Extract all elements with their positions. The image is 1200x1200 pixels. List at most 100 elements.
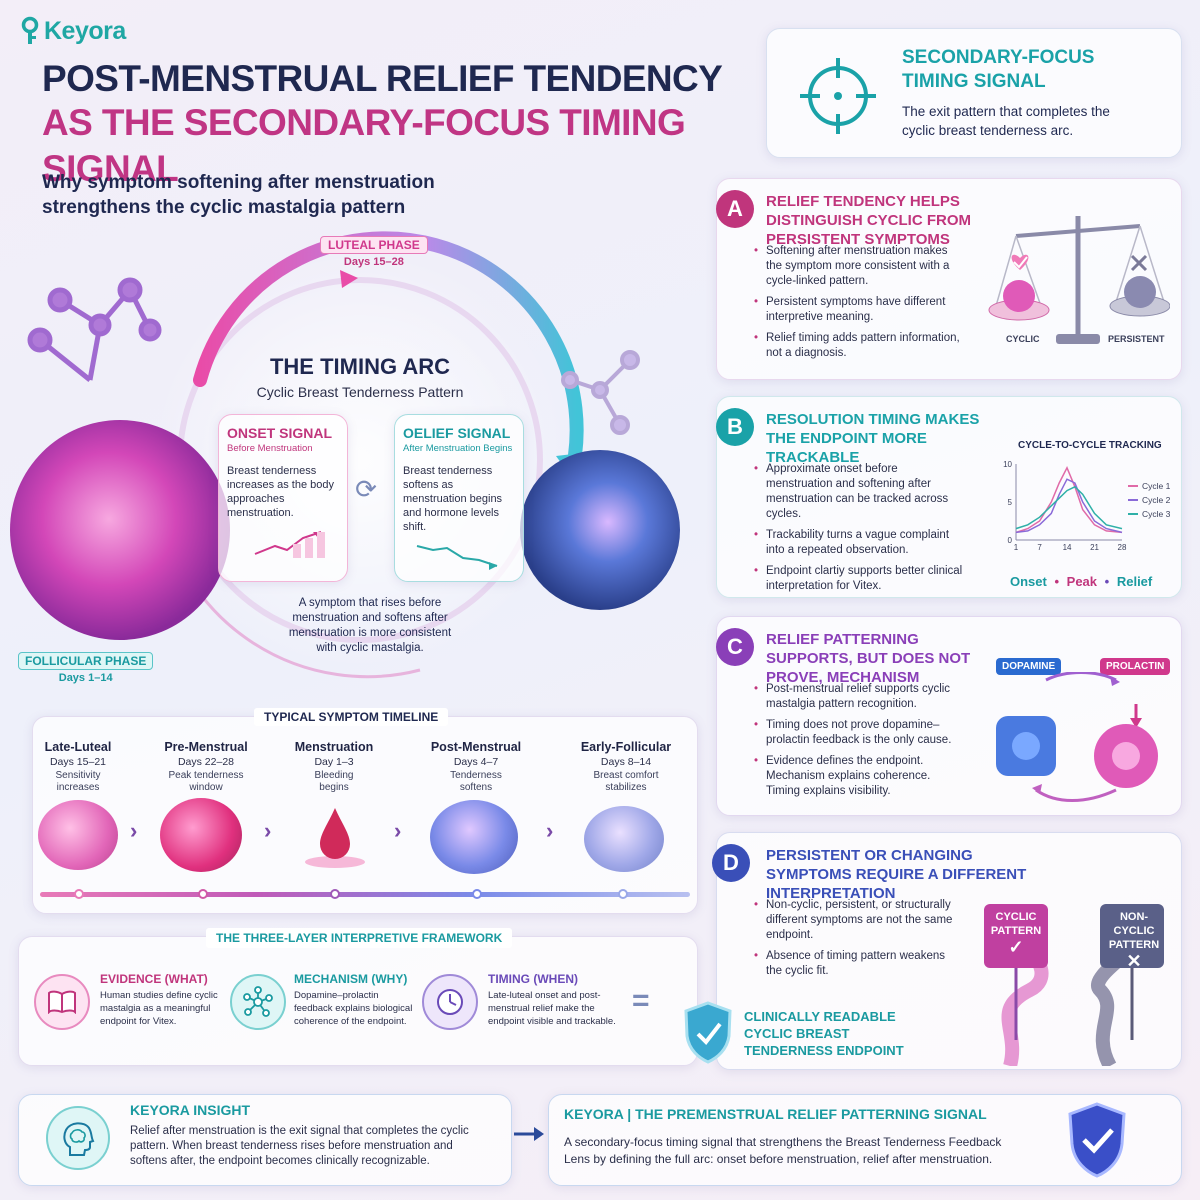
secondary-focus-title: SECONDARY-FOCUS TIMING SIGNAL bbox=[902, 46, 1094, 94]
timeline-dot bbox=[74, 889, 84, 899]
onset-signal-title: ONSET SIGNAL bbox=[227, 425, 333, 441]
footer-dot: • bbox=[1104, 574, 1110, 589]
follicular-phase-title: FOLLICULAR PHASE bbox=[18, 652, 154, 670]
framework-timing-title: TIMING (WHEN) bbox=[488, 972, 578, 986]
onset-signal-sub: Before Menstruation bbox=[227, 443, 313, 454]
shield-check-icon bbox=[1068, 1102, 1126, 1178]
timeline-dot bbox=[472, 889, 482, 899]
section-c-bullet: Timing does not prove dopamine–prolactin… bbox=[754, 718, 954, 748]
footer-onset: Onset bbox=[1010, 574, 1047, 589]
clock-icon bbox=[422, 974, 478, 1030]
section-c-bullet: Evidence defines the endpoint. Mechanism… bbox=[754, 754, 954, 799]
onset-signal-card: ONSET SIGNAL Before Menstruation Breast … bbox=[218, 414, 348, 582]
framework-timing: TIMING (WHEN) Late-luteal onset and post… bbox=[488, 972, 628, 1028]
y-tick-label: 10 bbox=[1003, 460, 1012, 469]
onset-cell-cluster bbox=[10, 420, 230, 640]
luteal-phase-title: LUTEAL PHASE bbox=[320, 236, 428, 254]
section-a-bullet: Softening after menstruation makes the s… bbox=[754, 244, 964, 289]
arc-subtitle: Cyclic Breast Tenderness Pattern bbox=[256, 384, 464, 400]
legend-label: Cycle 1 bbox=[1142, 481, 1171, 491]
cyclic-pattern-label: CYCLIC PATTERN bbox=[990, 911, 1042, 937]
chevron-right-icon: › bbox=[394, 818, 402, 843]
section-a-badge: A bbox=[716, 190, 754, 228]
arc-title-block: THE TIMING ARC Cyclic Breast Tenderness … bbox=[240, 354, 480, 400]
endpoint-line-2: CYCLIC BREAST bbox=[744, 1026, 850, 1041]
brand-logo[interactable]: Keyora bbox=[18, 16, 126, 46]
title-line-1: POST-MENSTRUAL RELIEF TENDENCY bbox=[42, 58, 723, 99]
arc-caption: A symptom that rises before menstruation… bbox=[288, 597, 452, 654]
endpoint-label: CLINICALLY READABLE CYCLIC BREAST TENDER… bbox=[744, 1008, 904, 1059]
page-title: POST-MENSTRUAL RELIEF TENDENCY AS THE SE… bbox=[42, 58, 762, 192]
tracking-chart-footer: Onset • Peak • Relief bbox=[1010, 574, 1152, 589]
stage-name: Menstruation bbox=[294, 740, 374, 754]
x-tick-label: 28 bbox=[1118, 543, 1127, 552]
section-a-bullet: Relief timing adds pattern information, … bbox=[754, 331, 964, 361]
timeline-progress-bar bbox=[40, 892, 690, 897]
subtitle-line-2: strengthens the cyclic mastalgia pattern bbox=[42, 197, 406, 218]
footer-peak: Peak bbox=[1066, 574, 1098, 589]
section-b-bullet: Endpoint clartiy supports better clinica… bbox=[754, 564, 964, 594]
endpoint-line-1: CLINICALLY READABLE bbox=[744, 1009, 896, 1024]
non-cyclic-pattern-label: NON-CYCLIC PATTERN bbox=[1108, 911, 1160, 951]
tracking-chart-title: CYCLE-TO-CYCLE TRACKING bbox=[1018, 440, 1162, 451]
legend-label: Cycle 3 bbox=[1142, 509, 1171, 519]
section-d-bullet: Absence of timing pattern weakens the cy… bbox=[754, 949, 954, 979]
blood-drop-icon bbox=[305, 808, 365, 868]
series-line-cycle-3 bbox=[1015, 485, 1123, 530]
relief-cell-cluster bbox=[520, 450, 680, 610]
stage-text: Tenderness softens bbox=[450, 770, 502, 793]
prolactin-label: PROLACTIN bbox=[1100, 658, 1171, 675]
stage-text: Breast comfort stabilizes bbox=[593, 770, 659, 793]
stage-text: Sensitivity increases bbox=[55, 770, 101, 793]
framework-title: THE THREE-LAYER INTERPRETIVE FRAMEWORK bbox=[206, 928, 513, 948]
sync-cycle-icon: ⟳ bbox=[355, 474, 377, 504]
section-b-badge: B bbox=[716, 408, 754, 446]
cyclic-pattern-sign: CYCLIC PATTERN ✓ bbox=[986, 910, 1046, 956]
title-line-2: AS THE SECONDARY-FOCUS TIMING SIGNAL bbox=[42, 102, 686, 189]
y-tick-label: 0 bbox=[1008, 536, 1013, 545]
network-icon bbox=[230, 974, 286, 1030]
relief-signal-card: OELIEF SIGNAL After Menstruation Begins … bbox=[394, 414, 524, 582]
endpoint-line-3: TENDERNESS ENDPOINT bbox=[744, 1043, 904, 1058]
molecule-right-icon bbox=[561, 350, 640, 435]
relief-signal-text: Breast tenderness softens as menstruatio… bbox=[403, 465, 503, 533]
falling-trend-icon bbox=[416, 545, 498, 570]
section-d-bullet: Non-cyclic, persistent, or structurally … bbox=[754, 898, 954, 943]
series-line-cycle-2 bbox=[1015, 478, 1123, 534]
section-d-bullets: Non-cyclic, persistent, or structurally … bbox=[754, 898, 954, 985]
section-c-bullets: Post-menstrual relief supports cyclic ma… bbox=[754, 682, 954, 805]
section-c-bullet: Post-menstrual relief supports cyclic ma… bbox=[754, 682, 954, 712]
balance-scale-icon bbox=[988, 216, 1170, 344]
arc-arrow-head-top bbox=[340, 270, 358, 288]
pre-menstrual-cell-icon bbox=[160, 798, 242, 872]
section-d-badge: D bbox=[712, 844, 750, 882]
section-b-bullets: Approximate onset before menstruation an… bbox=[754, 462, 964, 600]
chevron-right-icon: › bbox=[264, 818, 272, 843]
follicular-phase-days: Days 1–14 bbox=[58, 672, 113, 684]
framework-evidence: EVIDENCE (WHAT) Human studies define cyc… bbox=[100, 972, 226, 1028]
symptom-timeline-panel bbox=[32, 716, 698, 914]
relief-signal-sub: After Menstruation Begins bbox=[403, 443, 513, 454]
brand-name: Keyora bbox=[44, 16, 126, 45]
page-subtitle: Why symptom softening after menstruation… bbox=[42, 170, 502, 220]
stage-days: Days 15–21 bbox=[49, 756, 107, 768]
molecule-left-icon bbox=[27, 277, 162, 382]
target-crosshair-icon bbox=[800, 58, 876, 134]
section-c-title: RELIEF PATTERNING SUPPORTS, BUT DOES NOT… bbox=[766, 631, 971, 686]
premenstrual-signal-title: KEYORA | THE PREMENSTRUAL RELIEF PATTERN… bbox=[564, 1106, 987, 1122]
shield-check-small-icon bbox=[684, 1001, 732, 1064]
framework-panel bbox=[18, 936, 698, 1066]
premenstrual-signal-text: A secondary-focus timing signal that str… bbox=[564, 1135, 1002, 1166]
timeline-title: TYPICAL SYMPTOM TIMELINE bbox=[254, 708, 449, 726]
secondary-focus-title-1: SECONDARY-FOCUS bbox=[902, 47, 1095, 68]
brain-head-icon bbox=[46, 1106, 110, 1170]
section-b-bullet: Approximate onset before menstruation an… bbox=[754, 462, 964, 522]
footer-dot: • bbox=[1054, 574, 1060, 589]
early-follicular-cell-icon bbox=[584, 806, 664, 872]
luteal-phase-days: Days 15–28 bbox=[343, 256, 404, 268]
subtitle-line-1: Why symptom softening after menstruation bbox=[42, 172, 435, 193]
x-tick-label: 7 bbox=[1037, 543, 1042, 552]
